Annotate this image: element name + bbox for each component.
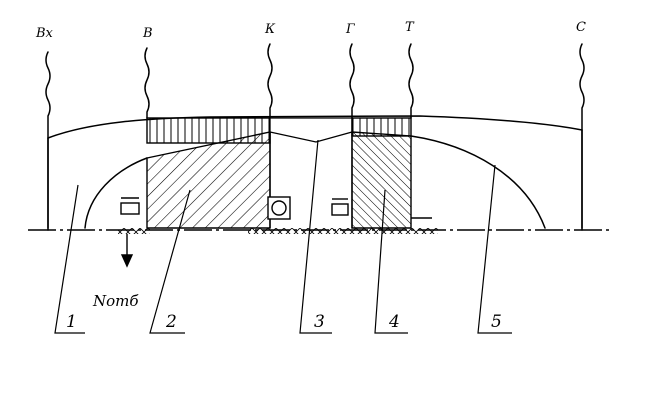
- power-offtake-arrow: [120, 234, 134, 268]
- part-number-1: 1: [66, 312, 77, 332]
- part-number-4: 4: [389, 312, 400, 332]
- section-label-k: К: [265, 22, 276, 37]
- section-label-g: Г: [346, 22, 355, 37]
- outer-casing: [47, 115, 583, 139]
- bearing-front: [120, 202, 140, 215]
- intake-cone: [84, 157, 148, 229]
- leader-3: [299, 139, 332, 334]
- bearing-rear: [331, 203, 349, 216]
- combustion-chamber: [269, 117, 353, 143]
- station-line-t: [408, 43, 414, 119]
- turbine-rotor: [351, 131, 412, 229]
- station-line-vx: [45, 51, 51, 231]
- part-number-3: 3: [314, 312, 325, 332]
- station-line-v: [144, 47, 150, 119]
- section-label-vx: Вх: [36, 26, 53, 41]
- compressor-rotor: [146, 131, 271, 229]
- station-line-k: [267, 43, 273, 119]
- leader-1: [54, 184, 85, 334]
- shaft-rear: [248, 228, 438, 234]
- part-number-5: 5: [491, 312, 502, 332]
- exhaust-cone: [410, 135, 546, 229]
- leader-2: [149, 189, 191, 334]
- shaft-front: [118, 228, 150, 234]
- section-label-t: Т: [405, 20, 414, 35]
- part-number-2: 2: [166, 312, 177, 332]
- section-label-c: С: [576, 20, 586, 35]
- station-line-g: [349, 43, 355, 119]
- leader-5: [477, 164, 512, 334]
- power-offtake-label: Nотб: [93, 292, 139, 310]
- section-label-v: В: [143, 26, 153, 41]
- station-line-c: [579, 43, 585, 231]
- leader-4: [374, 189, 408, 334]
